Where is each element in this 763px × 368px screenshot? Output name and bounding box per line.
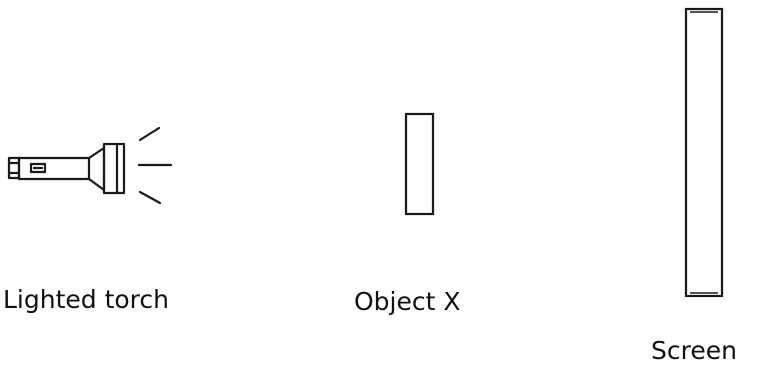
light-rays-icon [139, 128, 171, 203]
object-x-block [406, 114, 433, 214]
torch-label: Lighted torch [3, 287, 169, 312]
screen-panel [686, 9, 722, 296]
flashlight-icon [9, 144, 124, 193]
object-label: Object X [354, 289, 461, 314]
screen-label: Screen [651, 338, 737, 363]
